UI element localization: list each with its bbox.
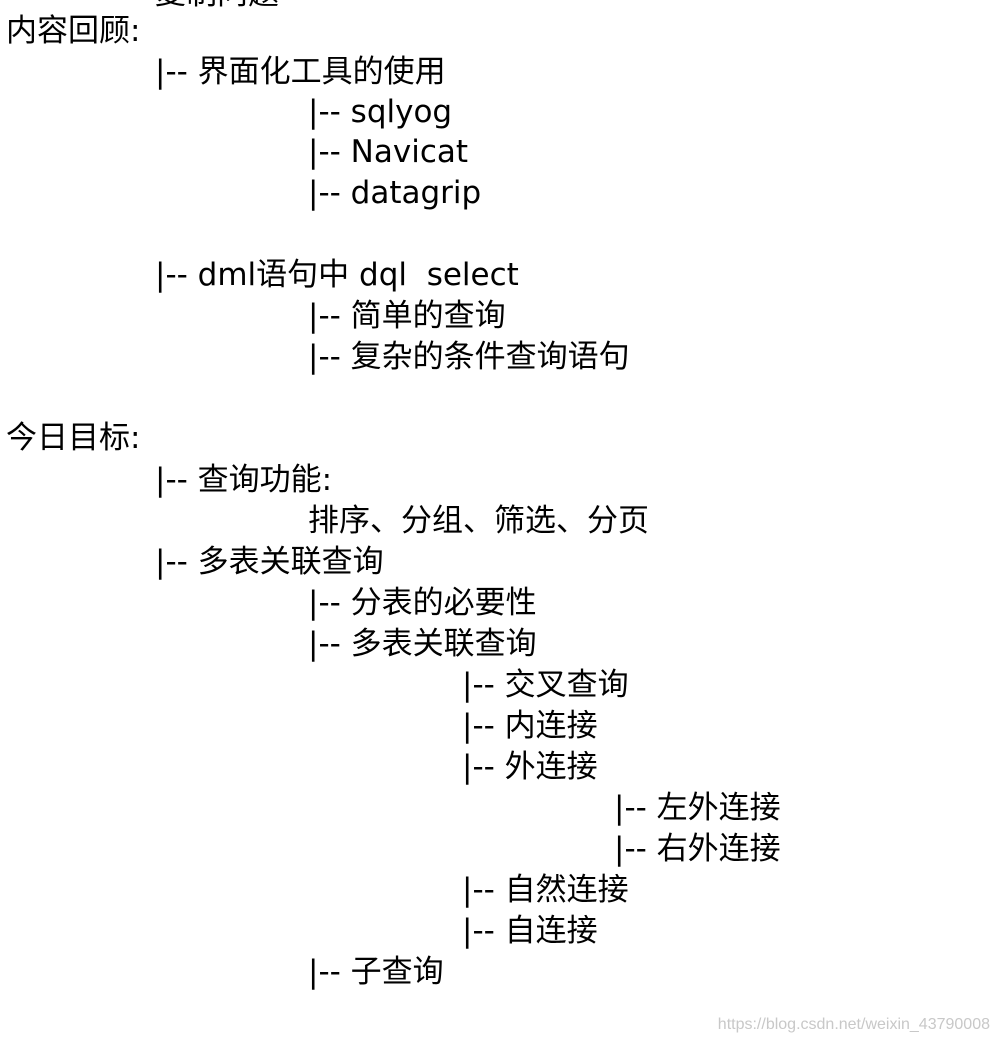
outline-item: |-- 多表关联查询 bbox=[308, 626, 537, 662]
watermark: https://blog.csdn.net/weixin_43790008 bbox=[717, 1016, 990, 1033]
outline-item: |-- 多表关联查询 bbox=[155, 544, 384, 580]
section-heading-goals: 今日目标: bbox=[6, 420, 141, 456]
outline-item: |-- Navicat bbox=[308, 134, 469, 170]
outline-item: |-- 子查询 bbox=[308, 954, 444, 990]
outline-item: |-- 外连接 bbox=[462, 749, 598, 785]
outline-item: |-- 自然连接 bbox=[462, 872, 629, 908]
outline-item: 排序、分组、筛选、分页 bbox=[308, 503, 649, 539]
section-heading-review: 内容回顾: bbox=[6, 13, 141, 49]
outline-item: |-- 自连接 bbox=[462, 913, 598, 949]
outline-item: |-- dml语句中 dql select bbox=[155, 257, 519, 293]
outline-item: |-- 内连接 bbox=[462, 708, 598, 744]
outline-item: |-- sqlyog bbox=[308, 94, 453, 130]
outline-item: |-- 右外连接 bbox=[614, 831, 781, 867]
outline-item: |-- 交叉查询 bbox=[462, 667, 629, 703]
outline-item: |-- datagrip bbox=[308, 175, 482, 211]
outline-item: |-- 简单的查询 bbox=[308, 298, 506, 334]
outline-item: |-- 界面化工具的使用 bbox=[155, 54, 446, 90]
cut-off-heading: 复制问题 bbox=[155, 0, 279, 14]
outline-item: |-- 复杂的条件查询语句 bbox=[308, 339, 630, 375]
outline-item: |-- 查询功能: bbox=[155, 462, 333, 498]
outline-item: |-- 分表的必要性 bbox=[308, 585, 537, 621]
outline-item: |-- 左外连接 bbox=[614, 790, 781, 826]
